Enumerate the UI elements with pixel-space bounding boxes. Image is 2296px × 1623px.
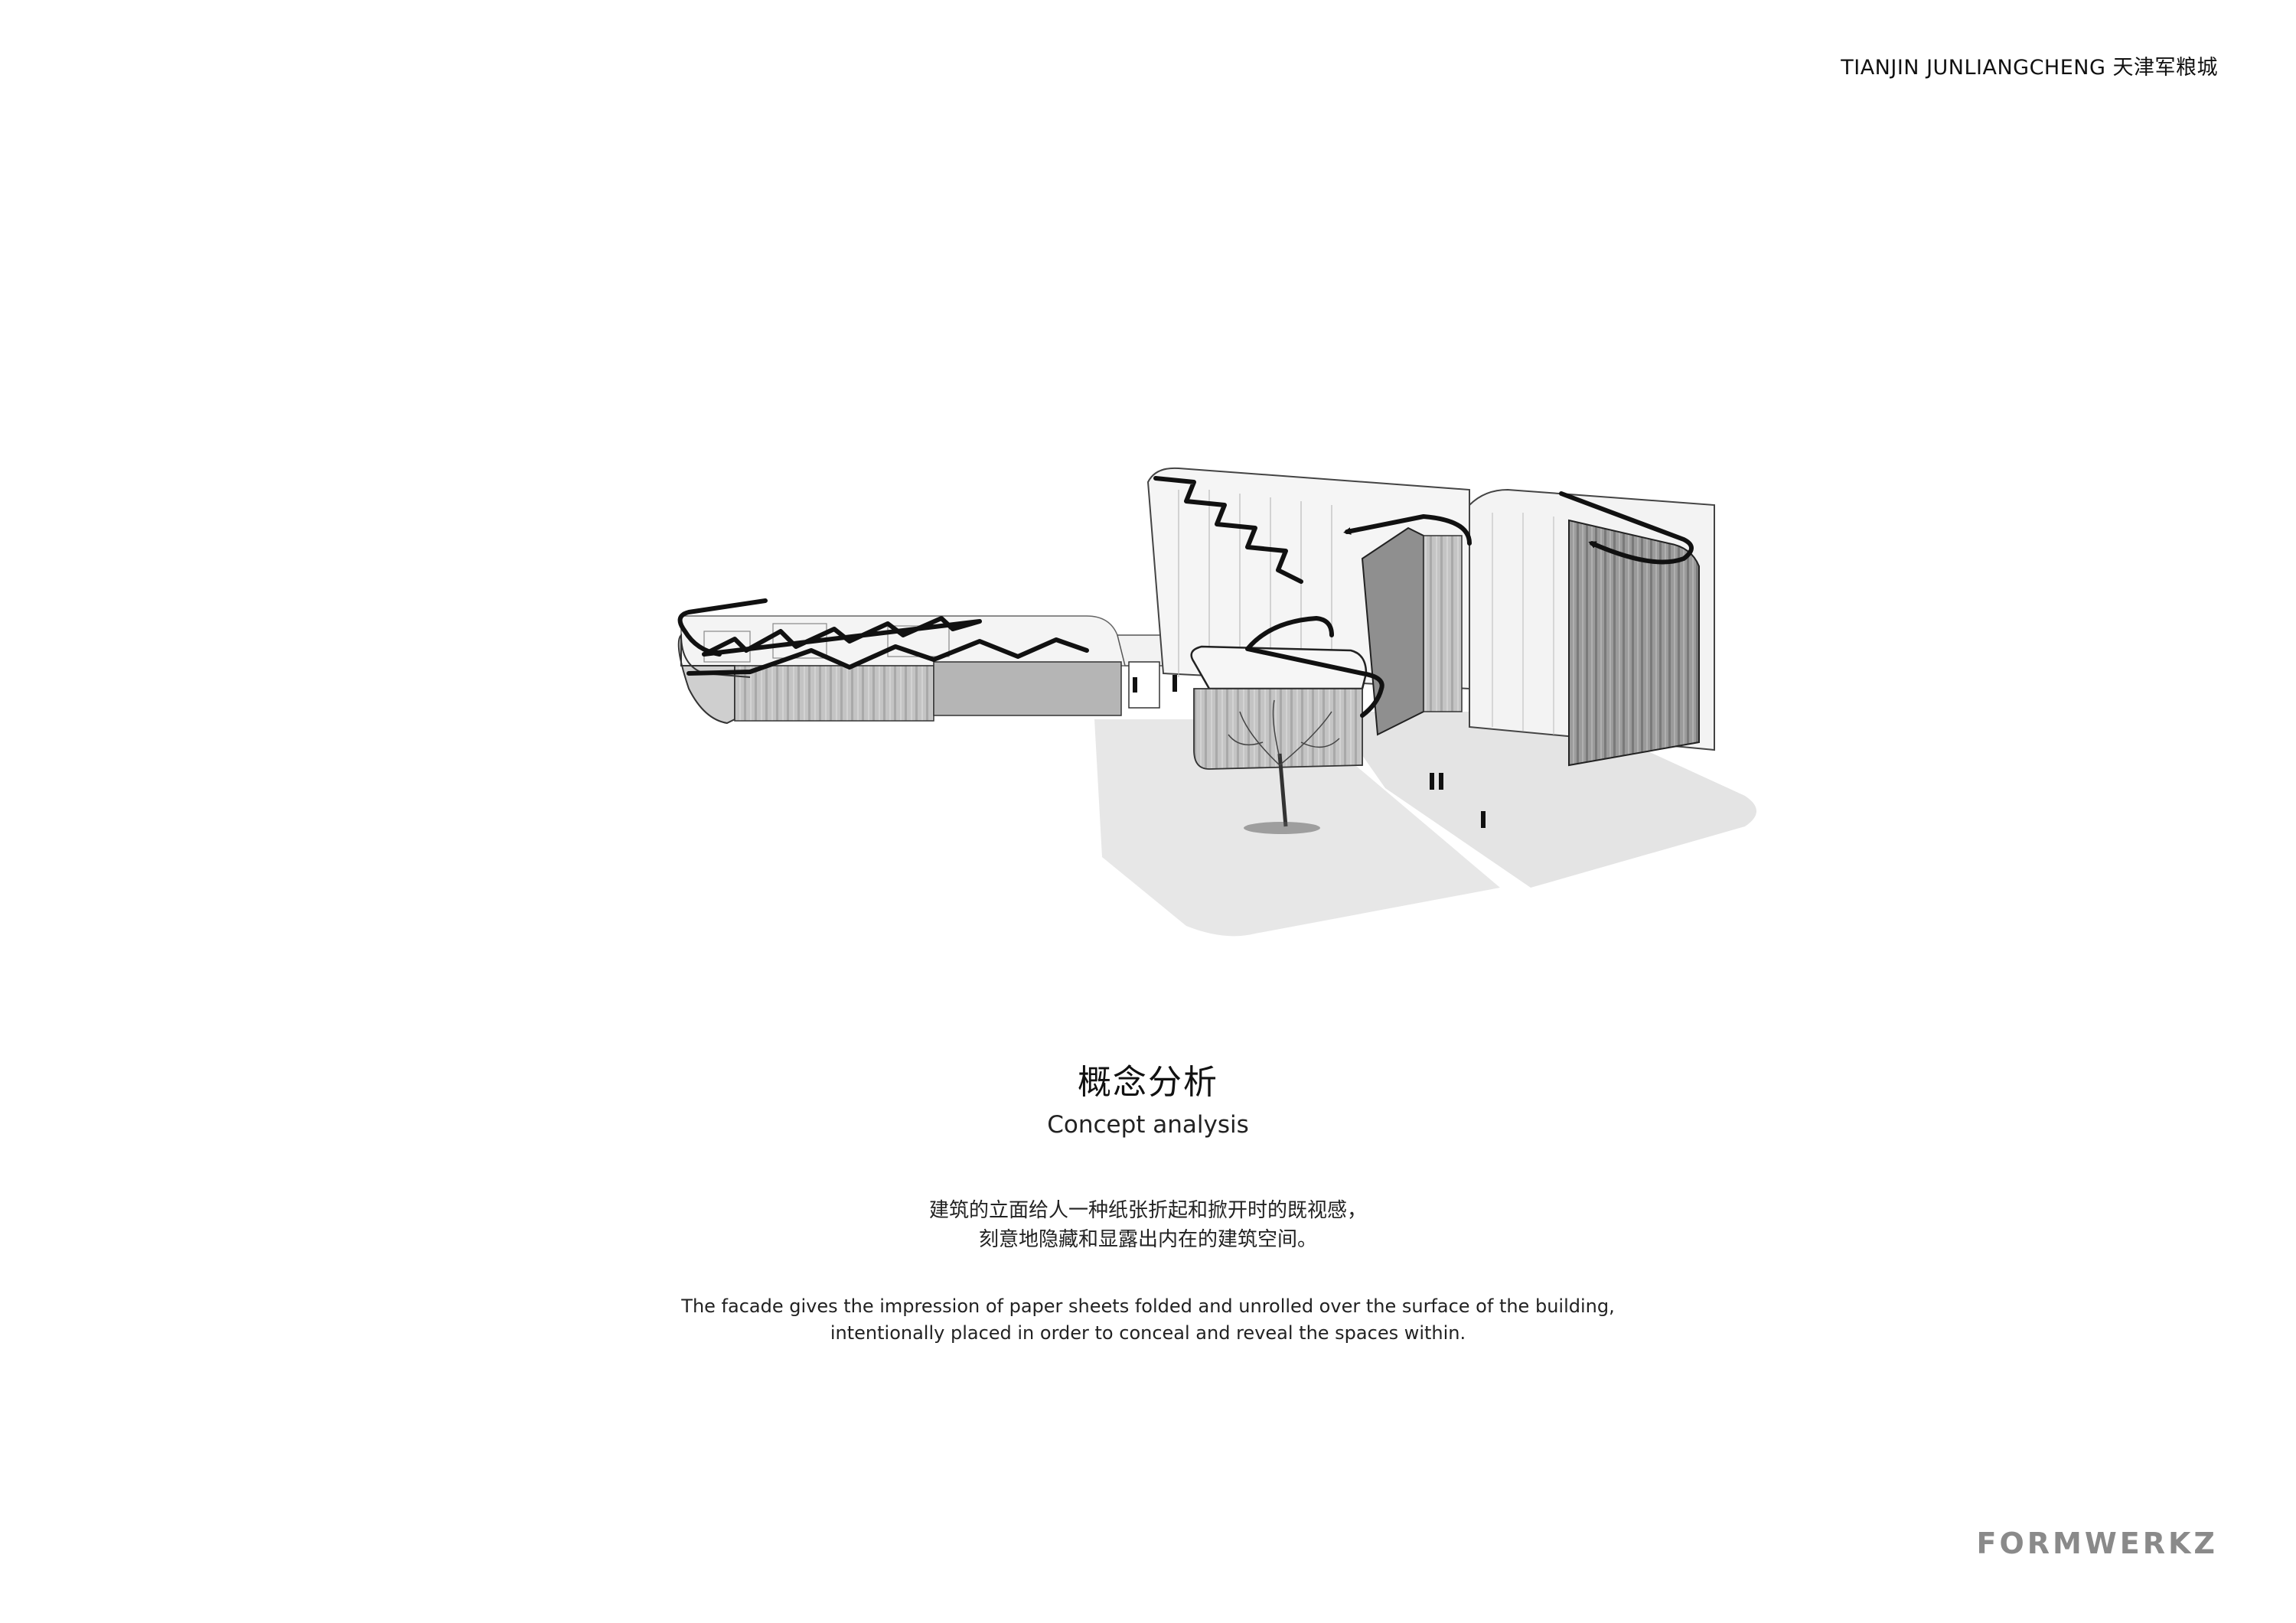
people-figures (1133, 675, 1486, 828)
description-en: The facade gives the impression of paper… (0, 1293, 2296, 1347)
description-zh-line-1: 建筑的立面给人一种纸张折起和掀开时的既视感， (928, 1199, 1367, 1222)
description-zh-line-2: 刻意地隐藏和显露出内在的建筑空间。 (978, 1228, 1317, 1251)
section-title-zh: 概念分析 (1078, 1063, 1218, 1102)
formwerkz-logo: FORMWERKZ (1976, 1527, 2218, 1560)
tree-illustration (1228, 699, 1340, 834)
right-building-volume (1469, 488, 1715, 767)
description-en-line-2: intentionally placed in order to conceal… (830, 1322, 1466, 1344)
section-title-block: 概念分析 Concept analysis (0, 1054, 2296, 1139)
fold-arrows (677, 476, 1694, 718)
front-pavilion-volume (1190, 645, 1368, 770)
description-zh: 建筑的立面给人一种纸张折起和掀开时的既视感， 刻意地隐藏和显露出内在的建筑空间。 (0, 1196, 2296, 1254)
project-title: TIANJIN JUNLIANGCHENG 天津军粮城 (1841, 56, 2218, 80)
concept-building-diagram (677, 467, 1756, 937)
section-title-en: Concept analysis (1047, 1111, 1249, 1139)
description-en-line-1: The facade gives the impression of paper… (681, 1295, 1615, 1317)
